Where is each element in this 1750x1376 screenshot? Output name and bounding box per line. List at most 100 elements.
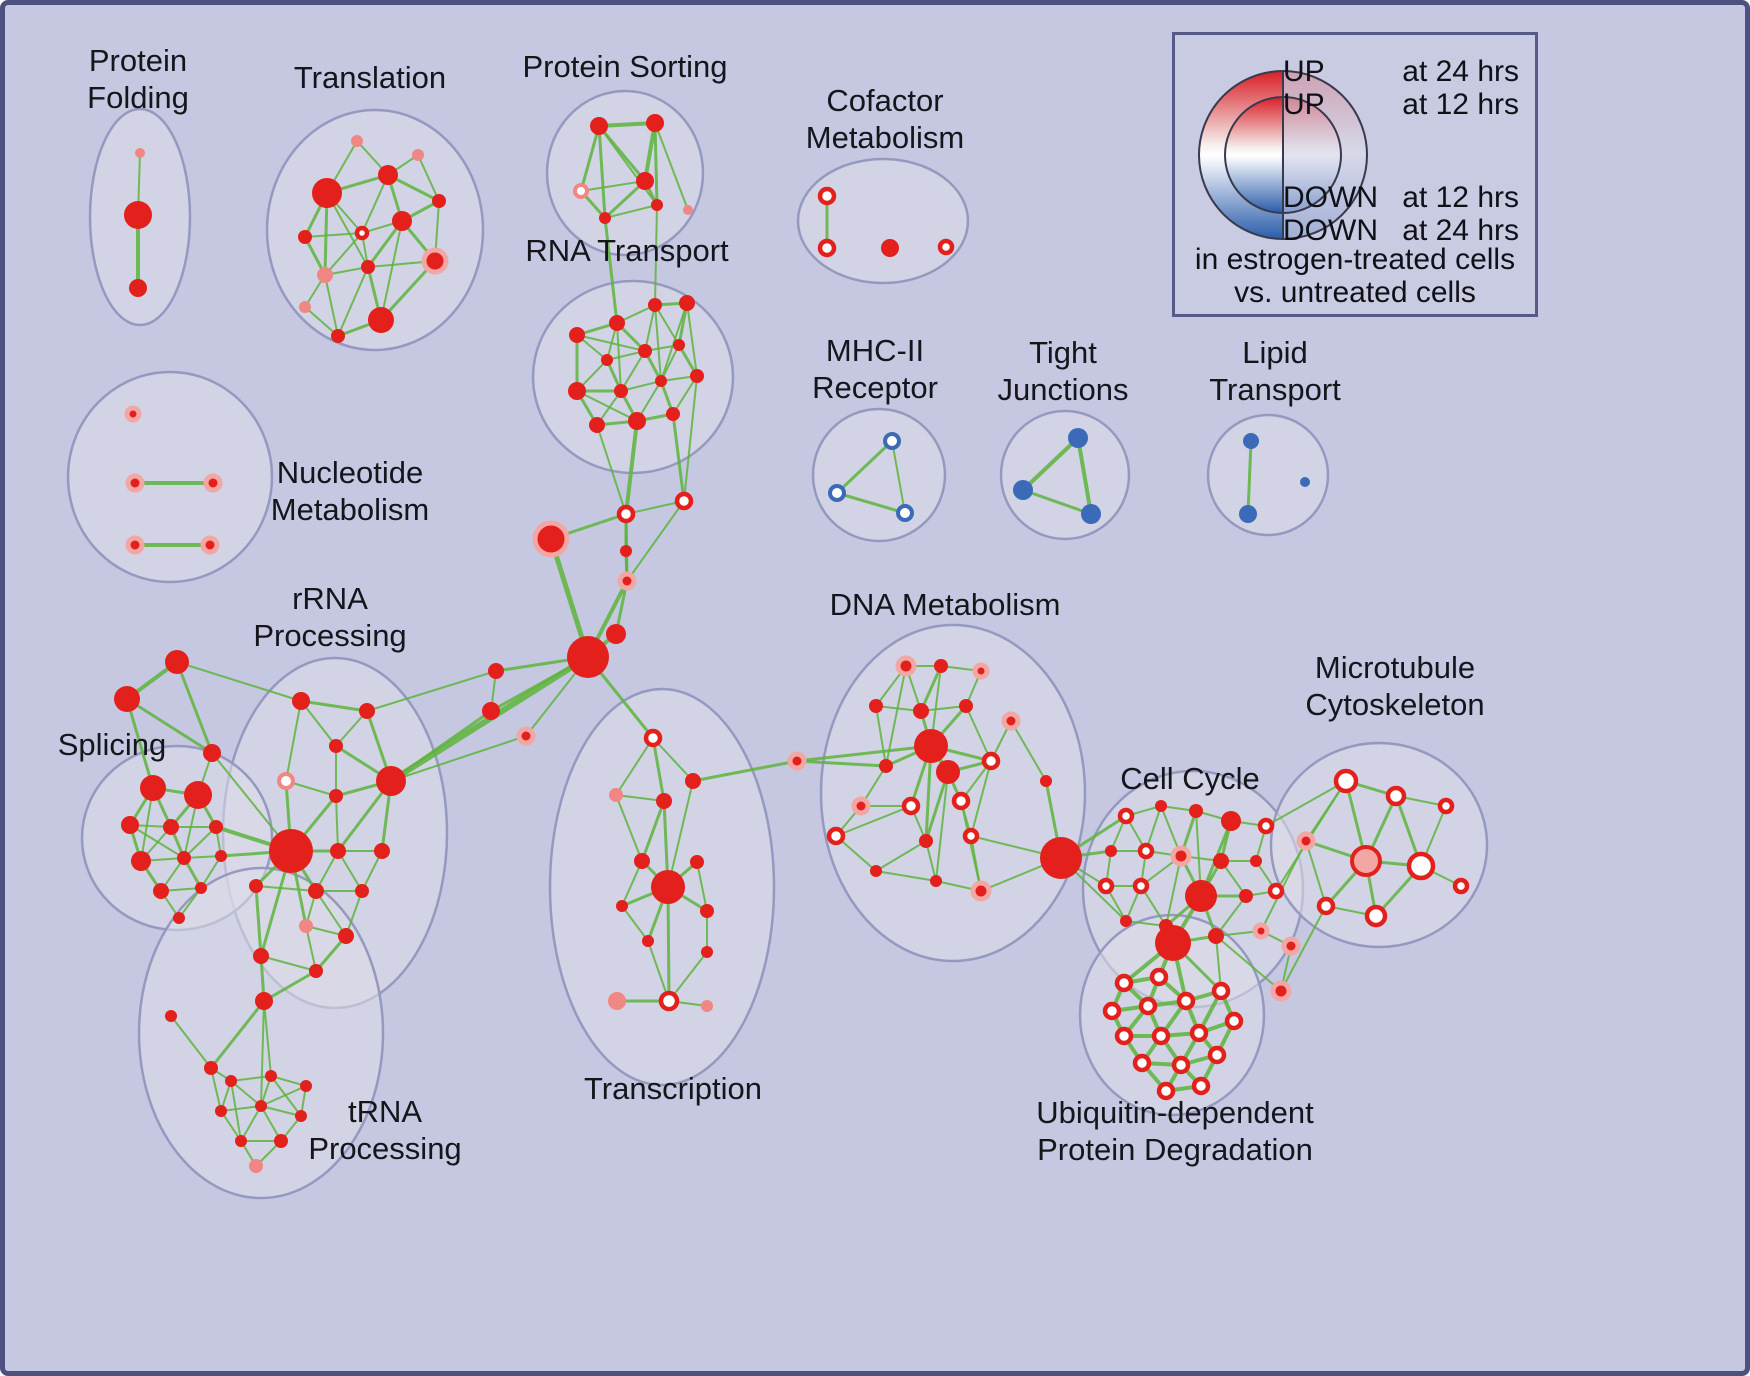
network-node-ring — [1102, 1001, 1122, 1021]
network-node-red — [153, 883, 169, 899]
network-edge — [230, 1075, 272, 1082]
network-edge — [875, 870, 937, 882]
network-node-red — [235, 1135, 247, 1147]
network-node-red — [701, 946, 713, 958]
cluster-ellipse-dna-metabolism — [819, 623, 1087, 963]
cluster-label-splicing: Splicing — [58, 727, 167, 764]
network-node-blue — [1239, 505, 1257, 523]
cluster-label-lipid-transport: Lipid Transport — [1209, 335, 1341, 408]
network-node-red — [329, 789, 343, 803]
network-edge — [970, 760, 992, 837]
network-node-red — [685, 773, 701, 789]
network-edge — [230, 1080, 262, 1107]
network-node-blue — [1081, 504, 1101, 524]
network-edge — [1305, 840, 1327, 907]
network-node-red — [642, 935, 654, 947]
network-node-ring — [1406, 851, 1436, 881]
network-node-red — [329, 739, 343, 753]
network-edge — [1010, 720, 1047, 782]
network-edge — [390, 735, 527, 782]
network-edge — [178, 887, 202, 919]
network-node-red — [620, 545, 632, 557]
label-line: DNA Metabolism — [829, 587, 1061, 622]
network-edge — [175, 660, 214, 755]
network-node-red — [309, 964, 323, 978]
label-line: Protein Degradation — [1037, 1131, 1313, 1167]
network-edge — [220, 1110, 242, 1142]
label-line: Ubiquitin-dependent — [1036, 1095, 1314, 1130]
network-edge — [919, 664, 943, 713]
network-node-red — [656, 793, 672, 809]
network-edge — [315, 890, 347, 937]
network-edge — [1246, 439, 1253, 516]
network-node-red — [131, 851, 151, 871]
network-node-pink — [135, 148, 145, 158]
network-node-halo — [203, 473, 223, 493]
network-edge — [644, 304, 656, 352]
network-node-red — [601, 354, 613, 366]
network-edge — [220, 1105, 262, 1112]
legend-down-24-label: DOWN — [1283, 214, 1378, 247]
network-edge — [596, 424, 627, 515]
network-edge — [835, 439, 894, 495]
network-node-ring — [1156, 1081, 1176, 1101]
network-edge — [660, 344, 680, 382]
network-node-halo — [787, 751, 807, 771]
network-node-ring — [1132, 877, 1150, 895]
network-node-ring — [901, 796, 921, 816]
network-node-ring — [1191, 1076, 1211, 1096]
network-node-ring — [1437, 797, 1455, 815]
label-line: Tight — [1029, 335, 1097, 370]
network-edge — [686, 302, 698, 377]
network-node-blue — [1068, 428, 1088, 448]
network-node-red — [590, 117, 608, 135]
label-line: Splicing — [57, 727, 167, 762]
network-edge — [668, 951, 708, 1002]
network-edge — [270, 1075, 307, 1087]
label-line: Junctions — [997, 371, 1129, 407]
network-edge — [672, 375, 698, 415]
network-node-red — [614, 384, 628, 398]
network-node-red — [648, 298, 662, 312]
network-node-halo — [972, 662, 990, 680]
network-node-red — [634, 853, 650, 869]
network-node-red — [1250, 855, 1262, 867]
cluster-label-trna-processing: tRNA Processing — [308, 1094, 461, 1167]
network-edge — [580, 180, 646, 192]
network-node-red — [165, 650, 189, 674]
network-edge — [230, 1080, 242, 1142]
network-node-ring — [1176, 991, 1196, 1011]
network-node-halo — [1252, 922, 1270, 940]
network-edge — [254, 884, 263, 958]
network-node-ring — [1132, 1053, 1152, 1073]
network-node-red — [124, 201, 152, 229]
network-edge — [183, 826, 217, 859]
network-node-red — [609, 315, 625, 331]
network-node-bluering — [828, 484, 846, 502]
network-node-red — [184, 781, 212, 809]
network-node-red — [1155, 800, 1167, 812]
network-node-ring — [1117, 807, 1135, 825]
label-line: Microtubule — [1314, 650, 1476, 685]
network-node-pink — [701, 1000, 713, 1012]
legend-row-up-12: UP at 12 hrs — [1283, 88, 1519, 122]
network-node-red — [203, 744, 221, 762]
network-edge — [263, 1000, 272, 1077]
label-line: Transport — [1209, 371, 1341, 407]
network-edge — [1165, 855, 1182, 927]
cluster-label-cell-cycle: Cell Cycle — [1120, 761, 1260, 798]
legend-up-24-time: at 24 hrs — [1402, 55, 1519, 88]
network-node-ring — [1224, 1011, 1244, 1031]
label-line: MHC-II — [825, 333, 925, 368]
network-node-ring — [1137, 842, 1155, 860]
network-node-red — [638, 344, 652, 358]
legend-down-24-time: at 24 hrs — [1402, 214, 1519, 247]
network-node-red — [1208, 928, 1224, 944]
network-node-halo — [532, 520, 570, 558]
network-edge — [255, 885, 317, 892]
network-node-red — [1040, 837, 1082, 879]
network-node-pinkring — [573, 183, 589, 199]
network-node-red — [1120, 915, 1132, 927]
network-node-halo — [1296, 831, 1316, 851]
network-edge — [603, 216, 619, 325]
